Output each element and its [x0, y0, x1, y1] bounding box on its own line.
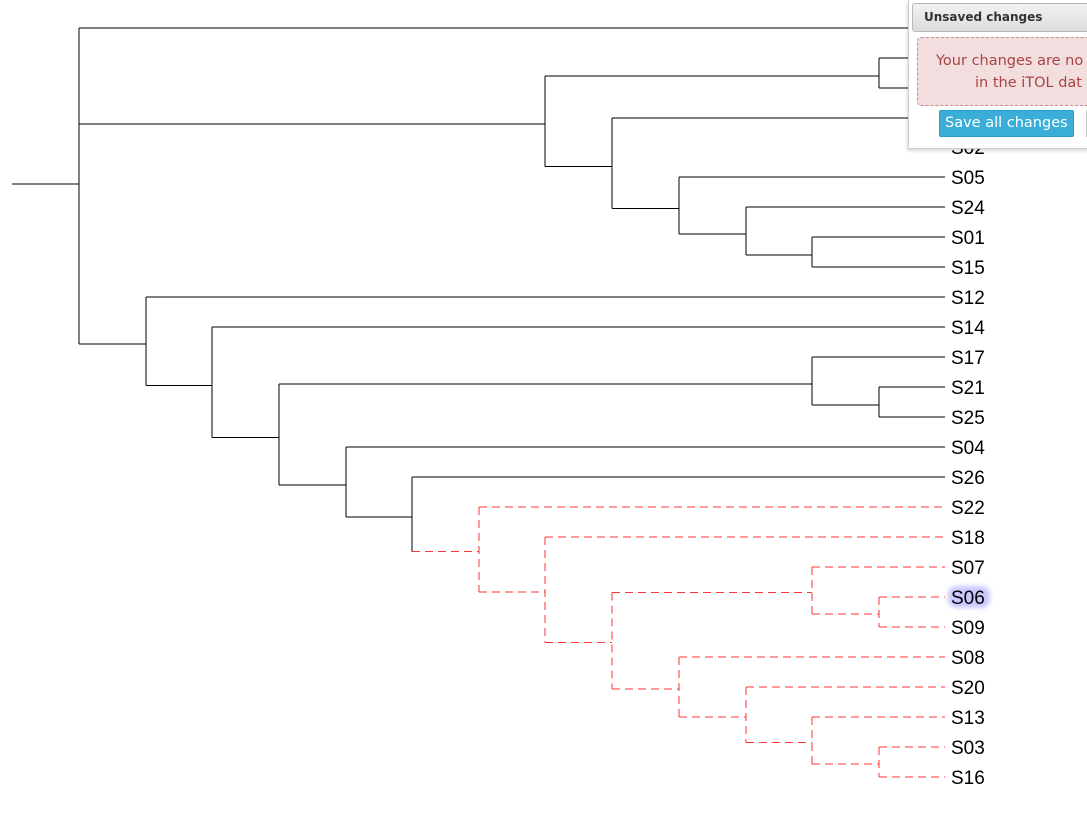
leaf-label-s22[interactable]: S22: [951, 498, 985, 519]
leaf-label-s16[interactable]: S16: [951, 768, 985, 789]
warning-line-2: in the iTOL dat: [975, 75, 1082, 91]
leaf-label-s04[interactable]: S04: [951, 438, 985, 459]
leaf-label-s09[interactable]: S09: [951, 618, 985, 639]
leaf-label-s03[interactable]: S03: [951, 738, 985, 759]
leaf-label-s06[interactable]: S06: [951, 588, 985, 609]
leaf-label-s08[interactable]: S08: [951, 648, 985, 669]
leaf-label-s26[interactable]: S26: [951, 468, 985, 489]
unsaved-changes-panel: Unsaved changes Your changes are no in t…: [908, 0, 1087, 149]
leaf-label-s13[interactable]: S13: [951, 708, 985, 729]
leaf-label-s20[interactable]: S20: [951, 678, 985, 699]
panel-title: Unsaved changes: [924, 10, 1043, 24]
leaf-label-s18[interactable]: S18: [951, 528, 985, 549]
leaf-label-s14[interactable]: S14: [951, 318, 985, 339]
warning-line-1: Your changes are no: [936, 53, 1084, 69]
selected-leaf-highlight: [948, 586, 990, 608]
save-all-changes-button[interactable]: Save all changes: [939, 110, 1074, 137]
panel-header: Unsaved changes: [912, 3, 1087, 32]
leaf-label-s01[interactable]: S01: [951, 228, 985, 249]
leaf-label-s17[interactable]: S17: [951, 348, 985, 369]
leaf-label-s05[interactable]: S05: [951, 168, 985, 189]
leaf-label-s15[interactable]: S15: [951, 258, 985, 279]
leaf-label-s12[interactable]: S12: [951, 288, 985, 309]
leaf-label-s21[interactable]: S21: [951, 378, 985, 399]
leaf-label-s25[interactable]: S25: [951, 408, 985, 429]
unsaved-warning-message: Your changes are no in the iTOL dat: [917, 37, 1087, 106]
leaf-label-s07[interactable]: S07: [951, 558, 985, 579]
leaf-label-s24[interactable]: S24: [951, 198, 985, 219]
